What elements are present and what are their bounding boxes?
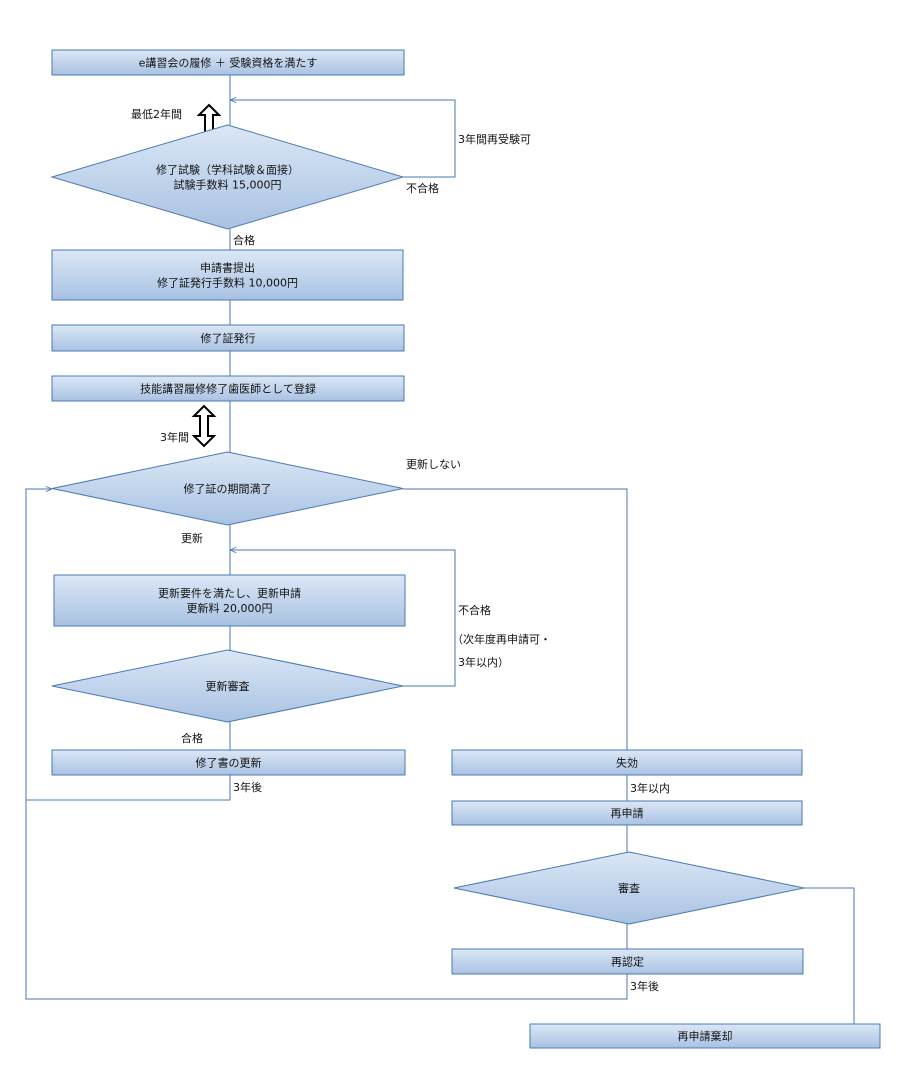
node-text: 修了書の更新 [196, 756, 262, 770]
label-3-years: 3年間 [160, 430, 189, 444]
process-shape [51, 249, 404, 301]
label-after-3-years: 3年後 [233, 780, 262, 794]
node-text: 修了証の期間満了 [184, 482, 272, 496]
node-text: e講習会の履修 ＋ 受験資格を満たす [139, 56, 318, 70]
process-shape [529, 1023, 881, 1049]
label-pass: 合格 [181, 731, 203, 745]
node-text: 修了証発行手数料 10,000円 [157, 276, 298, 290]
label-within-3-years: 3年以内 [630, 781, 670, 795]
process-box-recertify: 再認定 [451, 948, 804, 975]
process-shape [51, 324, 405, 352]
label-fail: 不合格 [458, 603, 491, 617]
process-box-reapply: 再申請 [451, 800, 803, 826]
decision-renewal-review: 更新審査 [51, 649, 404, 723]
label-renew: 更新 [181, 531, 203, 545]
label-no-renew: 更新しない [406, 457, 461, 471]
process-shape [51, 49, 405, 76]
label-fail-note: （次年度再申請可・ [452, 632, 551, 646]
double-arrow-icon [191, 404, 217, 448]
process-box-reapply-rejected: 再申請棄却 [529, 1023, 881, 1049]
node-text: 更新要件を満たし、更新申請 [158, 586, 301, 600]
process-box-renew-certificate: 修了書の更新 [51, 749, 406, 776]
label-retake-3-years: 3年間再受験可 [458, 132, 531, 146]
decision-shape [50, 124, 405, 230]
decision-shape [51, 451, 404, 526]
label-after-3-years: 3年後 [630, 979, 659, 993]
label-min-2-years: 最低2年間 [131, 107, 182, 121]
node-text: 再申請 [611, 806, 644, 820]
decision-review: 審査 [453, 851, 805, 925]
process-box-issue-certificate: 修了証発行 [51, 324, 405, 352]
node-text: 試験手数料 15,000円 [174, 178, 282, 192]
node-text: 再認定 [611, 955, 644, 969]
node-text: 再申請棄却 [678, 1029, 733, 1043]
process-shape [451, 800, 803, 826]
process-shape [51, 375, 405, 402]
decision-shape [51, 649, 404, 723]
process-shape [451, 948, 804, 975]
process-shape [451, 749, 803, 776]
node-text: 審査 [618, 881, 640, 895]
label-pass: 合格 [233, 233, 255, 247]
node-text: 修了証発行 [201, 331, 256, 345]
process-shape [53, 574, 406, 627]
process-box-lapse: 失効 [451, 749, 803, 776]
process-box-prerequisites: e講習会の履修 ＋ 受験資格を満たす [51, 49, 405, 76]
process-shape [51, 749, 406, 776]
decision-certificate-expiry: 修了証の期間満了 [51, 451, 404, 526]
node-text: 申請書提出 [200, 261, 255, 275]
node-text: 修了試験（学科試験＆面接） [156, 163, 299, 177]
connector-labels: 最低2年間 3年間再受験可 不合格 合格 3年間 更新しない 更新 不合格 （次… [131, 107, 670, 993]
label-fail-note: 3年以内） [458, 655, 509, 669]
decision-shape [453, 851, 805, 925]
process-box-register: 技能講習履修修了歯医師として登録 [51, 375, 405, 402]
decision-final-exam: 修了試験（学科試験＆面接）試験手数料 15,000円 [50, 124, 405, 230]
node-text: 更新料 20,000円 [187, 601, 273, 615]
label-fail: 不合格 [406, 181, 439, 195]
node-text: 失効 [616, 756, 638, 770]
connectors [25, 75, 855, 1024]
node-text: 更新審査 [206, 679, 250, 693]
node-text: 技能講習履修修了歯医師として登録 [140, 382, 316, 396]
